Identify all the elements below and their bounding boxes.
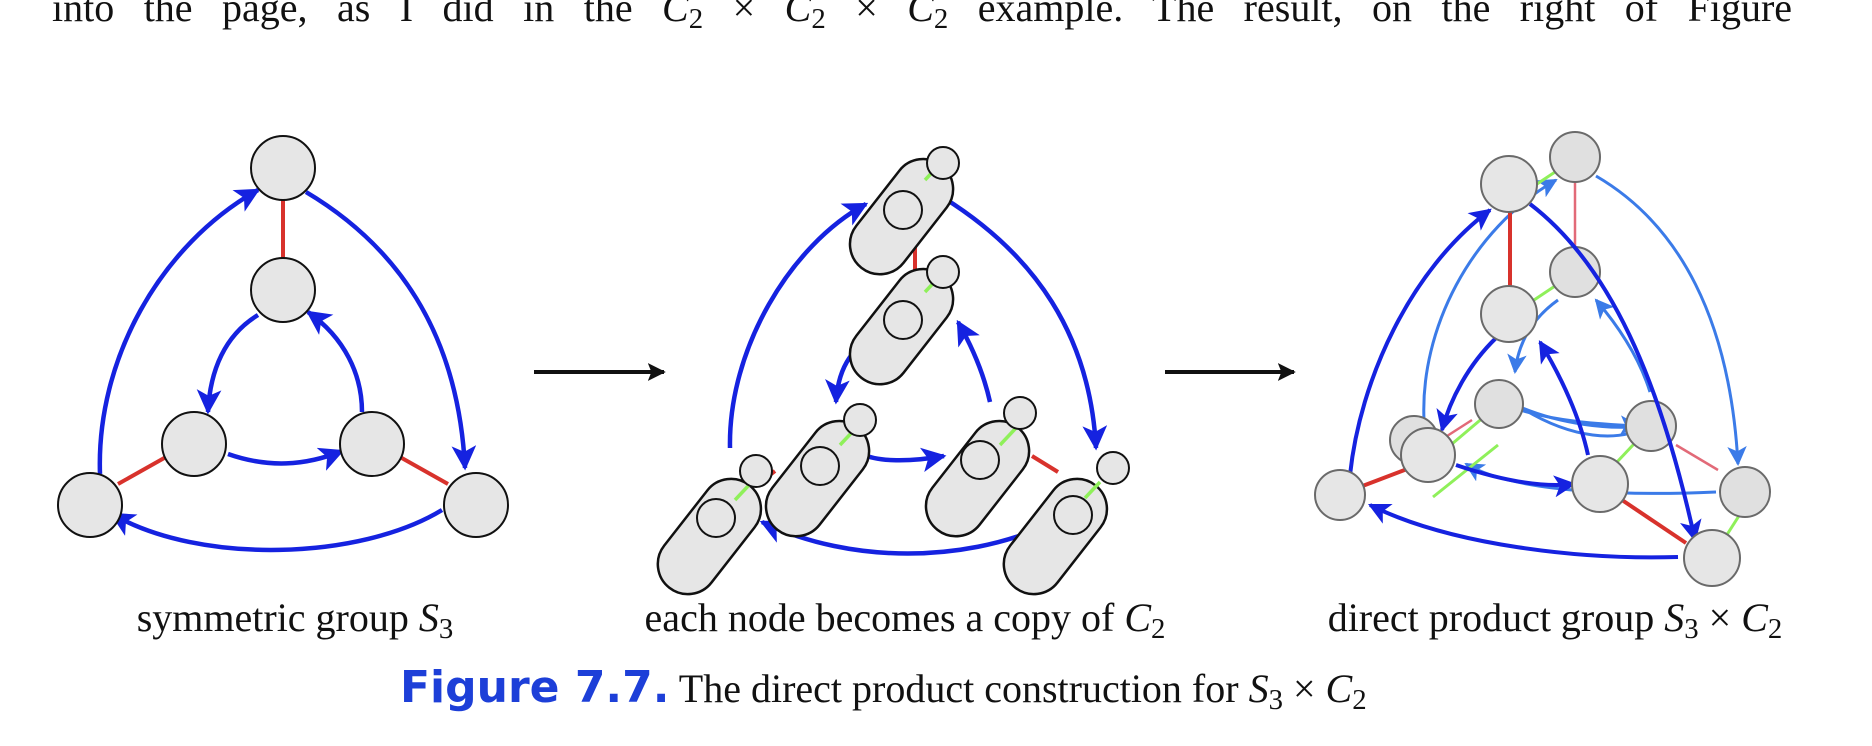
- panel-label-direct-product: direct product group S3 × C2: [1327, 595, 1783, 646]
- s3-blue-arrows: [97, 188, 477, 553]
- body-text-after: example. The result, on the right of Fig…: [977, 0, 1793, 30]
- figure-number: Figure 7.7.: [400, 662, 670, 713]
- caption-math: S3 × C2: [1248, 666, 1367, 717]
- panel-label-s3: symmetric group S3: [136, 595, 454, 646]
- panel-c2-copies-diagram: [656, 146, 1130, 596]
- c2-blob-outer-right: [1002, 451, 1130, 596]
- figure-caption: Figure 7.7. The direct product construct…: [400, 662, 1367, 717]
- panel-s3-diagram: [57, 135, 509, 553]
- s3-nodes: [57, 135, 509, 538]
- c2-blob-inner-right: [924, 396, 1037, 538]
- panel-label-c2-copies: each node becomes a copy of C2: [644, 595, 1166, 646]
- body-text-line: into the page, as I did in the C2 × C2 ×…: [52, 0, 1792, 43]
- c2-blob-inner-top: [848, 255, 960, 386]
- panel-direct-product-diagram: [1314, 131, 1771, 587]
- math-c2-cube: C2 × C2 × C2: [662, 0, 949, 36]
- c2-blob-top: [848, 146, 960, 276]
- caption-text: The direct product construction for: [678, 666, 1249, 711]
- product-blue-arrows: [1348, 202, 1702, 560]
- c2-blob-outer-left: [656, 454, 773, 596]
- s3-red-edges: [117, 200, 449, 486]
- body-text-before: into the page, as I did in the: [52, 0, 633, 30]
- c2-blob-inner-left: [764, 403, 877, 538]
- product-front-nodes: [1314, 155, 1741, 587]
